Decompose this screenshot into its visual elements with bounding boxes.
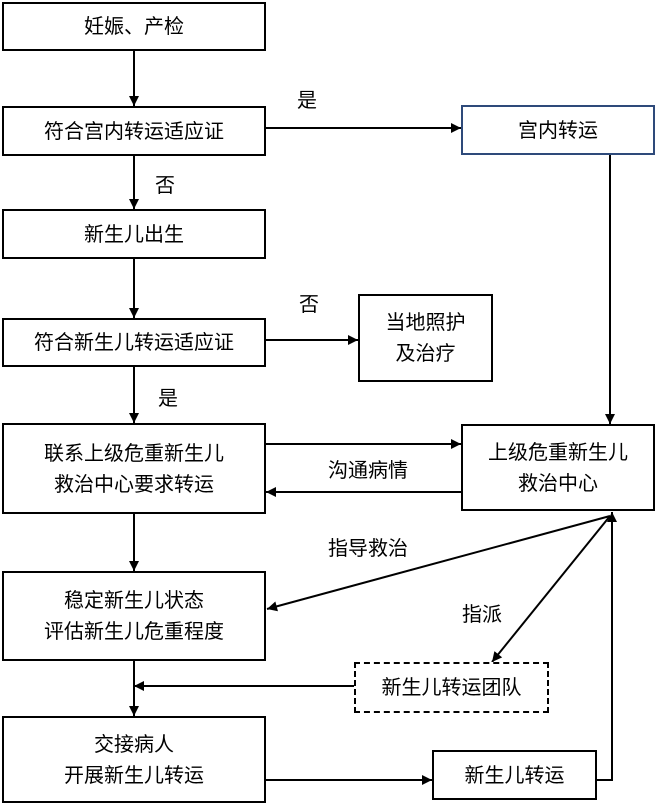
node-text-line-1: 当地照护 [385, 310, 466, 334]
node-local-care: 当地照护 及治疗 [358, 294, 493, 382]
node-text: 新生儿转运 [464, 762, 565, 787]
node-text: 新生儿出生 [84, 221, 184, 246]
edge-label-no-neonatal: 否 [299, 292, 319, 316]
node-text: 符合宫内转运适应证 [44, 118, 224, 143]
node-text: 新生儿转运团队 [381, 675, 522, 699]
edge-label-communicate: 沟通病情 [328, 458, 408, 482]
edge-label-yes-neonatal: 是 [158, 386, 178, 410]
node-newborn-birth: 新生儿出生 [2, 209, 266, 259]
node-text-line-1: 交接病人 [94, 731, 174, 756]
node-text: 符合新生儿转运适应证 [34, 330, 234, 354]
node-intrauterine-criteria: 符合宫内转运适应证 [2, 106, 266, 156]
arrow-center-to-stabilize [266, 515, 611, 612]
node-transport-team: 新生儿转运团队 [354, 662, 549, 713]
arrow-center-to-team [491, 515, 611, 663]
node-text: 宫内转运 [518, 117, 598, 142]
node-handover: 交接病人 开展新生儿转运 [2, 716, 266, 803]
node-neonatal-criteria: 符合新生儿转运适应证 [2, 318, 266, 367]
arrow-transport-to-center [597, 512, 617, 781]
node-text-line-2: 救治中心要求转运 [54, 471, 214, 496]
node-text-line-2: 评估新生儿危重程度 [44, 619, 224, 643]
node-superior-center: 上级危重新生儿 救治中心 [461, 424, 655, 511]
node-text: 妊娠、产检 [84, 14, 184, 38]
node-pregnancy-checkup: 妊娠、产检 [2, 2, 266, 51]
node-intrauterine-transfer: 宫内转运 [461, 105, 655, 155]
edge-label-no-intrauterine: 否 [155, 173, 175, 197]
edge-label-yes-intrauterine: 是 [297, 88, 317, 112]
node-text-line-1: 上级危重新生儿 [488, 439, 628, 464]
node-text-line-1: 联系上级危重新生儿 [44, 440, 224, 465]
node-text-line-1: 稳定新生儿状态 [64, 588, 204, 612]
node-contact-center: 联系上级危重新生儿 救治中心要求转运 [2, 423, 266, 514]
node-neonatal-transport: 新生儿转运 [432, 750, 597, 800]
node-stabilize: 稳定新生儿状态 评估新生儿危重程度 [2, 571, 266, 661]
node-text-line-2: 及治疗 [395, 341, 456, 365]
node-text-line-2: 开展新生儿转运 [64, 762, 204, 787]
node-text-line-2: 救治中心 [518, 470, 598, 495]
edge-label-assign: 指派 [462, 602, 502, 626]
edge-label-guide: 指导救治 [328, 536, 408, 560]
